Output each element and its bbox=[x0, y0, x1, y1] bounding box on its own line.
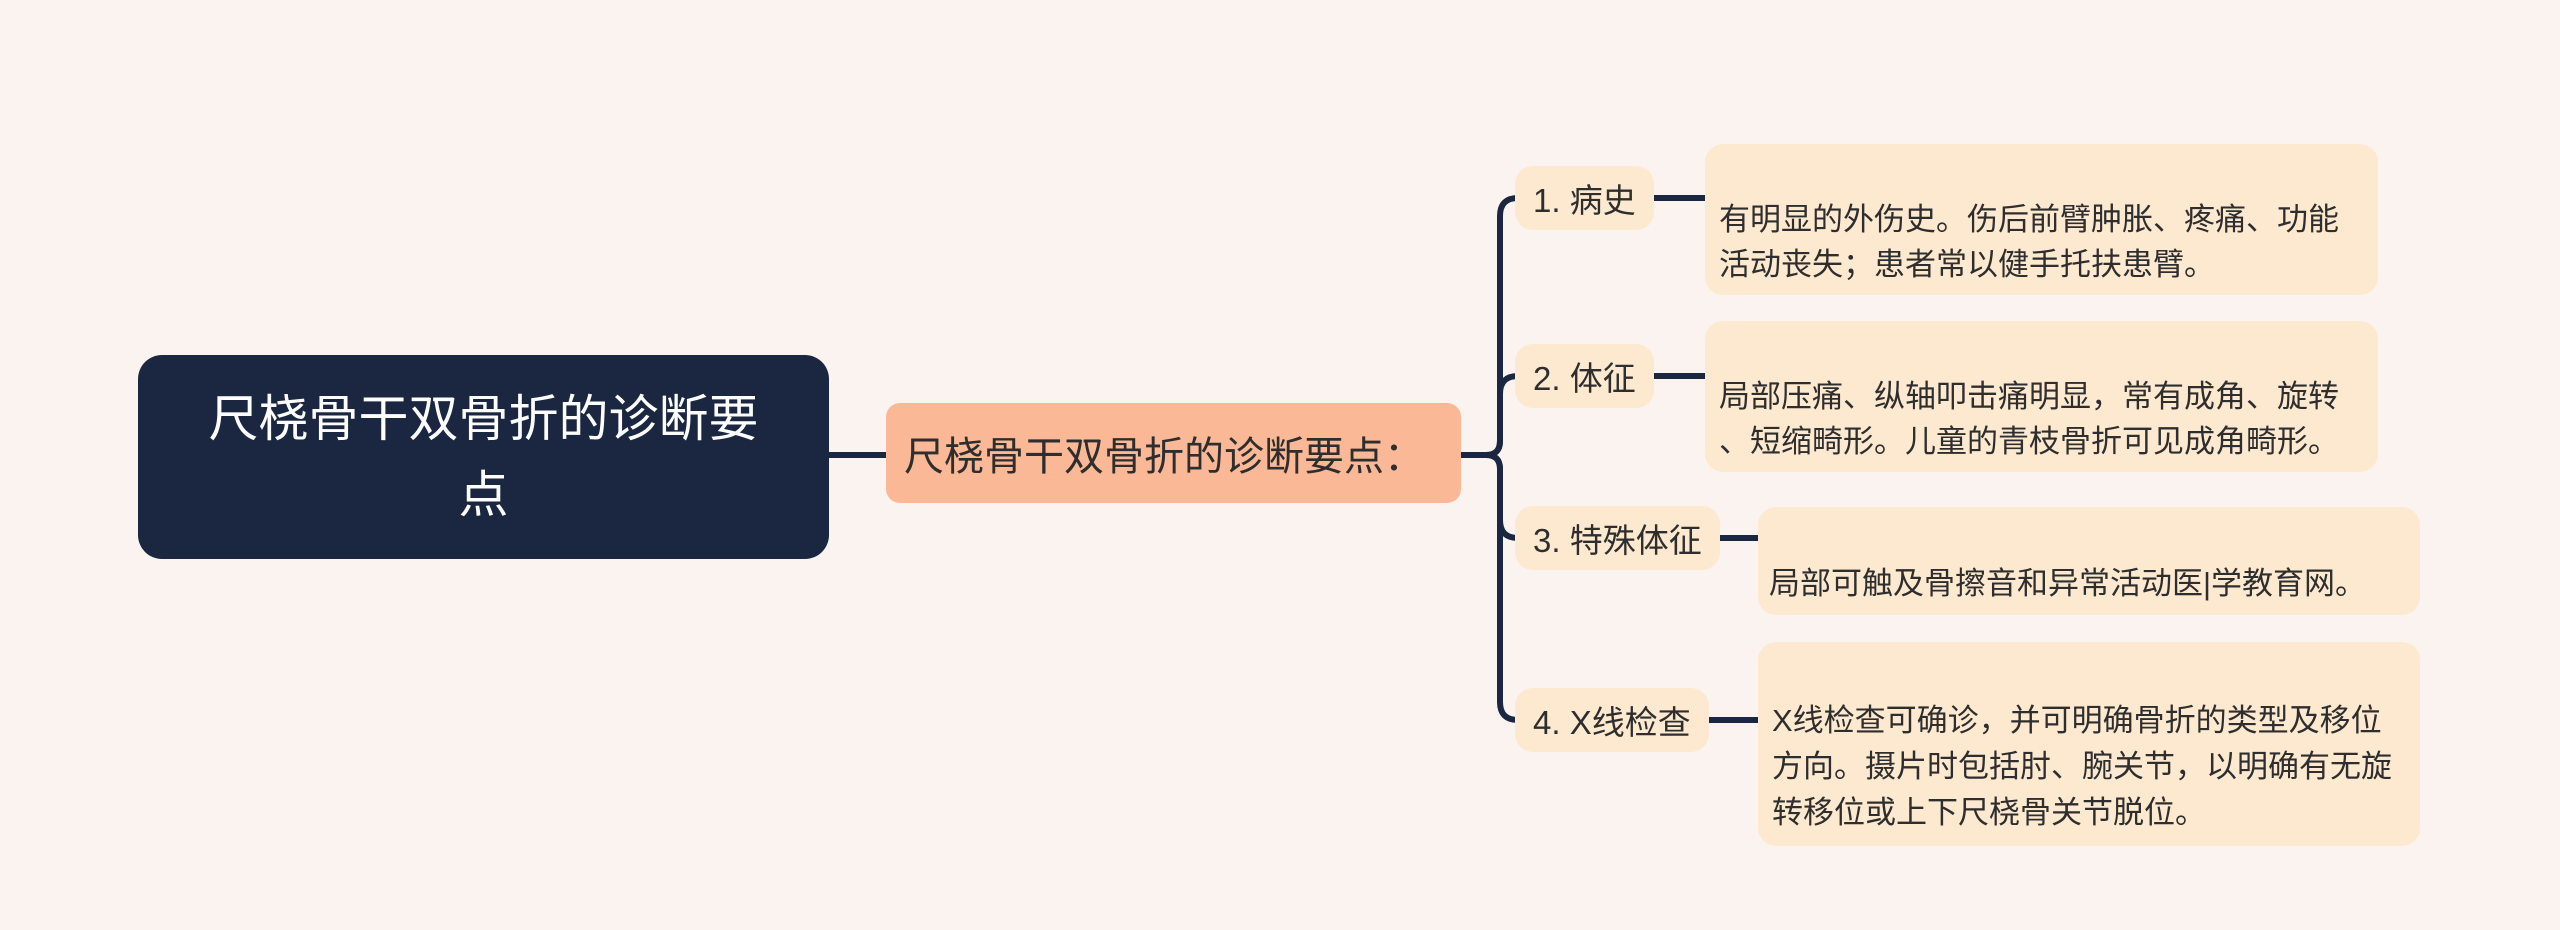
branch-2-detail-node[interactable]: 局部压痛、纵轴叩击痛明显，常有成角、旋转 、短缩畸形。儿童的青枝骨折可见成角畸形… bbox=[1705, 321, 2378, 472]
branch-2-label-text: 2. 体征 bbox=[1533, 360, 1636, 397]
branch-1-label-node[interactable]: 1. 病史 bbox=[1515, 166, 1654, 230]
branch-3-detail-text: 局部可触及骨擦音和异常活动医|学教育网。 bbox=[1769, 566, 2367, 601]
branch-2-label-node[interactable]: 2. 体征 bbox=[1515, 344, 1654, 408]
branch-4-detail-text: X线检查可确诊，并可明确骨折的类型及移位 方向。摄片时包括肘、腕关节，以明确有无… bbox=[1772, 703, 2392, 830]
branch-4-detail-node[interactable]: X线检查可确诊，并可明确骨折的类型及移位 方向。摄片时包括肘、腕关节，以明确有无… bbox=[1758, 642, 2420, 846]
branch-4-label-node[interactable]: 4. X线检查 bbox=[1515, 688, 1709, 752]
branch-3-detail-node[interactable]: 局部可触及骨擦音和异常活动医|学教育网。 bbox=[1758, 507, 2420, 615]
root-topic-node[interactable]: 尺桡骨干双骨折的诊断要 点 bbox=[138, 355, 829, 559]
branch-1-detail-node[interactable]: 有明显的外伤史。伤后前臂肿胀、疼痛、功能 活动丧失；患者常以健手托扶患臂。 bbox=[1705, 144, 2378, 295]
branch-2-detail-text: 局部压痛、纵轴叩击痛明显，常有成角、旋转 、短缩畸形。儿童的青枝骨折可见成角畸形… bbox=[1719, 379, 2339, 459]
branch-4-label-text: 4. X线检查 bbox=[1533, 704, 1691, 741]
edge-central-branch-1 bbox=[1458, 195, 1568, 458]
branch-1-label-text: 1. 病史 bbox=[1533, 182, 1636, 219]
central-topic-node[interactable]: 尺桡骨干双骨折的诊断要点： bbox=[886, 403, 1461, 503]
central-topic-text: 尺桡骨干双骨折的诊断要点： bbox=[904, 435, 1424, 479]
branch-3-label-text: 3. 特殊体征 bbox=[1533, 522, 1702, 559]
branch-3-label-node[interactable]: 3. 特殊体征 bbox=[1515, 506, 1720, 570]
root-topic-text: 尺桡骨干双骨折的诊断要 点 bbox=[208, 391, 759, 523]
branch-1-detail-text: 有明显的外伤史。伤后前臂肿胀、疼痛、功能 活动丧失；患者常以健手托扶患臂。 bbox=[1719, 202, 2339, 282]
edge-central-branch-4 bbox=[1458, 452, 1568, 723]
